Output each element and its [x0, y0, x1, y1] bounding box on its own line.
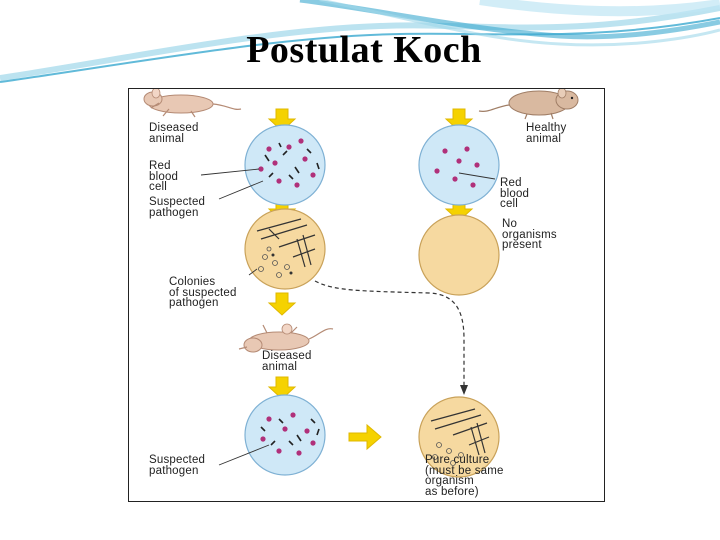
- label-red-blood-cell-left: Red blood cell: [149, 160, 179, 193]
- blood-smear-infected-2: [244, 394, 326, 476]
- blood-smear-infected-1: [244, 124, 326, 206]
- diseased-mouse-icon: [238, 323, 334, 353]
- culture-plate-pure: [418, 396, 500, 478]
- label-red-blood-cell-right: Red blood cell: [500, 177, 530, 210]
- label-diseased-animal-1: Diseased animal: [149, 122, 199, 145]
- koch-postulates-diagram: Diseased animal Red blood cell Suspected…: [128, 88, 605, 502]
- arrow-right: [348, 423, 382, 451]
- blood-smear-healthy: [418, 124, 500, 206]
- dashed-connector: [314, 280, 465, 389]
- label-pointers: [200, 168, 496, 466]
- arrow-down-3: [268, 292, 296, 316]
- healthy-mouse-icon: [478, 89, 579, 120]
- label-diseased-animal-2: Diseased animal: [262, 350, 312, 373]
- diseased-mouse-icon: [143, 89, 242, 118]
- label-pure-culture: Pure culture (must be same organism as b…: [425, 454, 504, 498]
- label-healthy-animal: Healthy animal: [526, 122, 567, 145]
- label-no-organisms: No organisms present: [502, 218, 557, 251]
- slide-title: Postulat Koch: [246, 29, 482, 71]
- label-suspected-pathogen-1: Suspected pathogen: [149, 196, 206, 219]
- label-colonies: Colonies of suspected pathogen: [169, 276, 237, 309]
- label-suspected-pathogen-2: Suspected pathogen: [149, 454, 206, 477]
- header-wave-decoration: [0, 0, 720, 83]
- diagram-artwork: [143, 89, 579, 478]
- culture-plate-empty: [418, 214, 500, 296]
- culture-plate-colonies: [244, 208, 326, 290]
